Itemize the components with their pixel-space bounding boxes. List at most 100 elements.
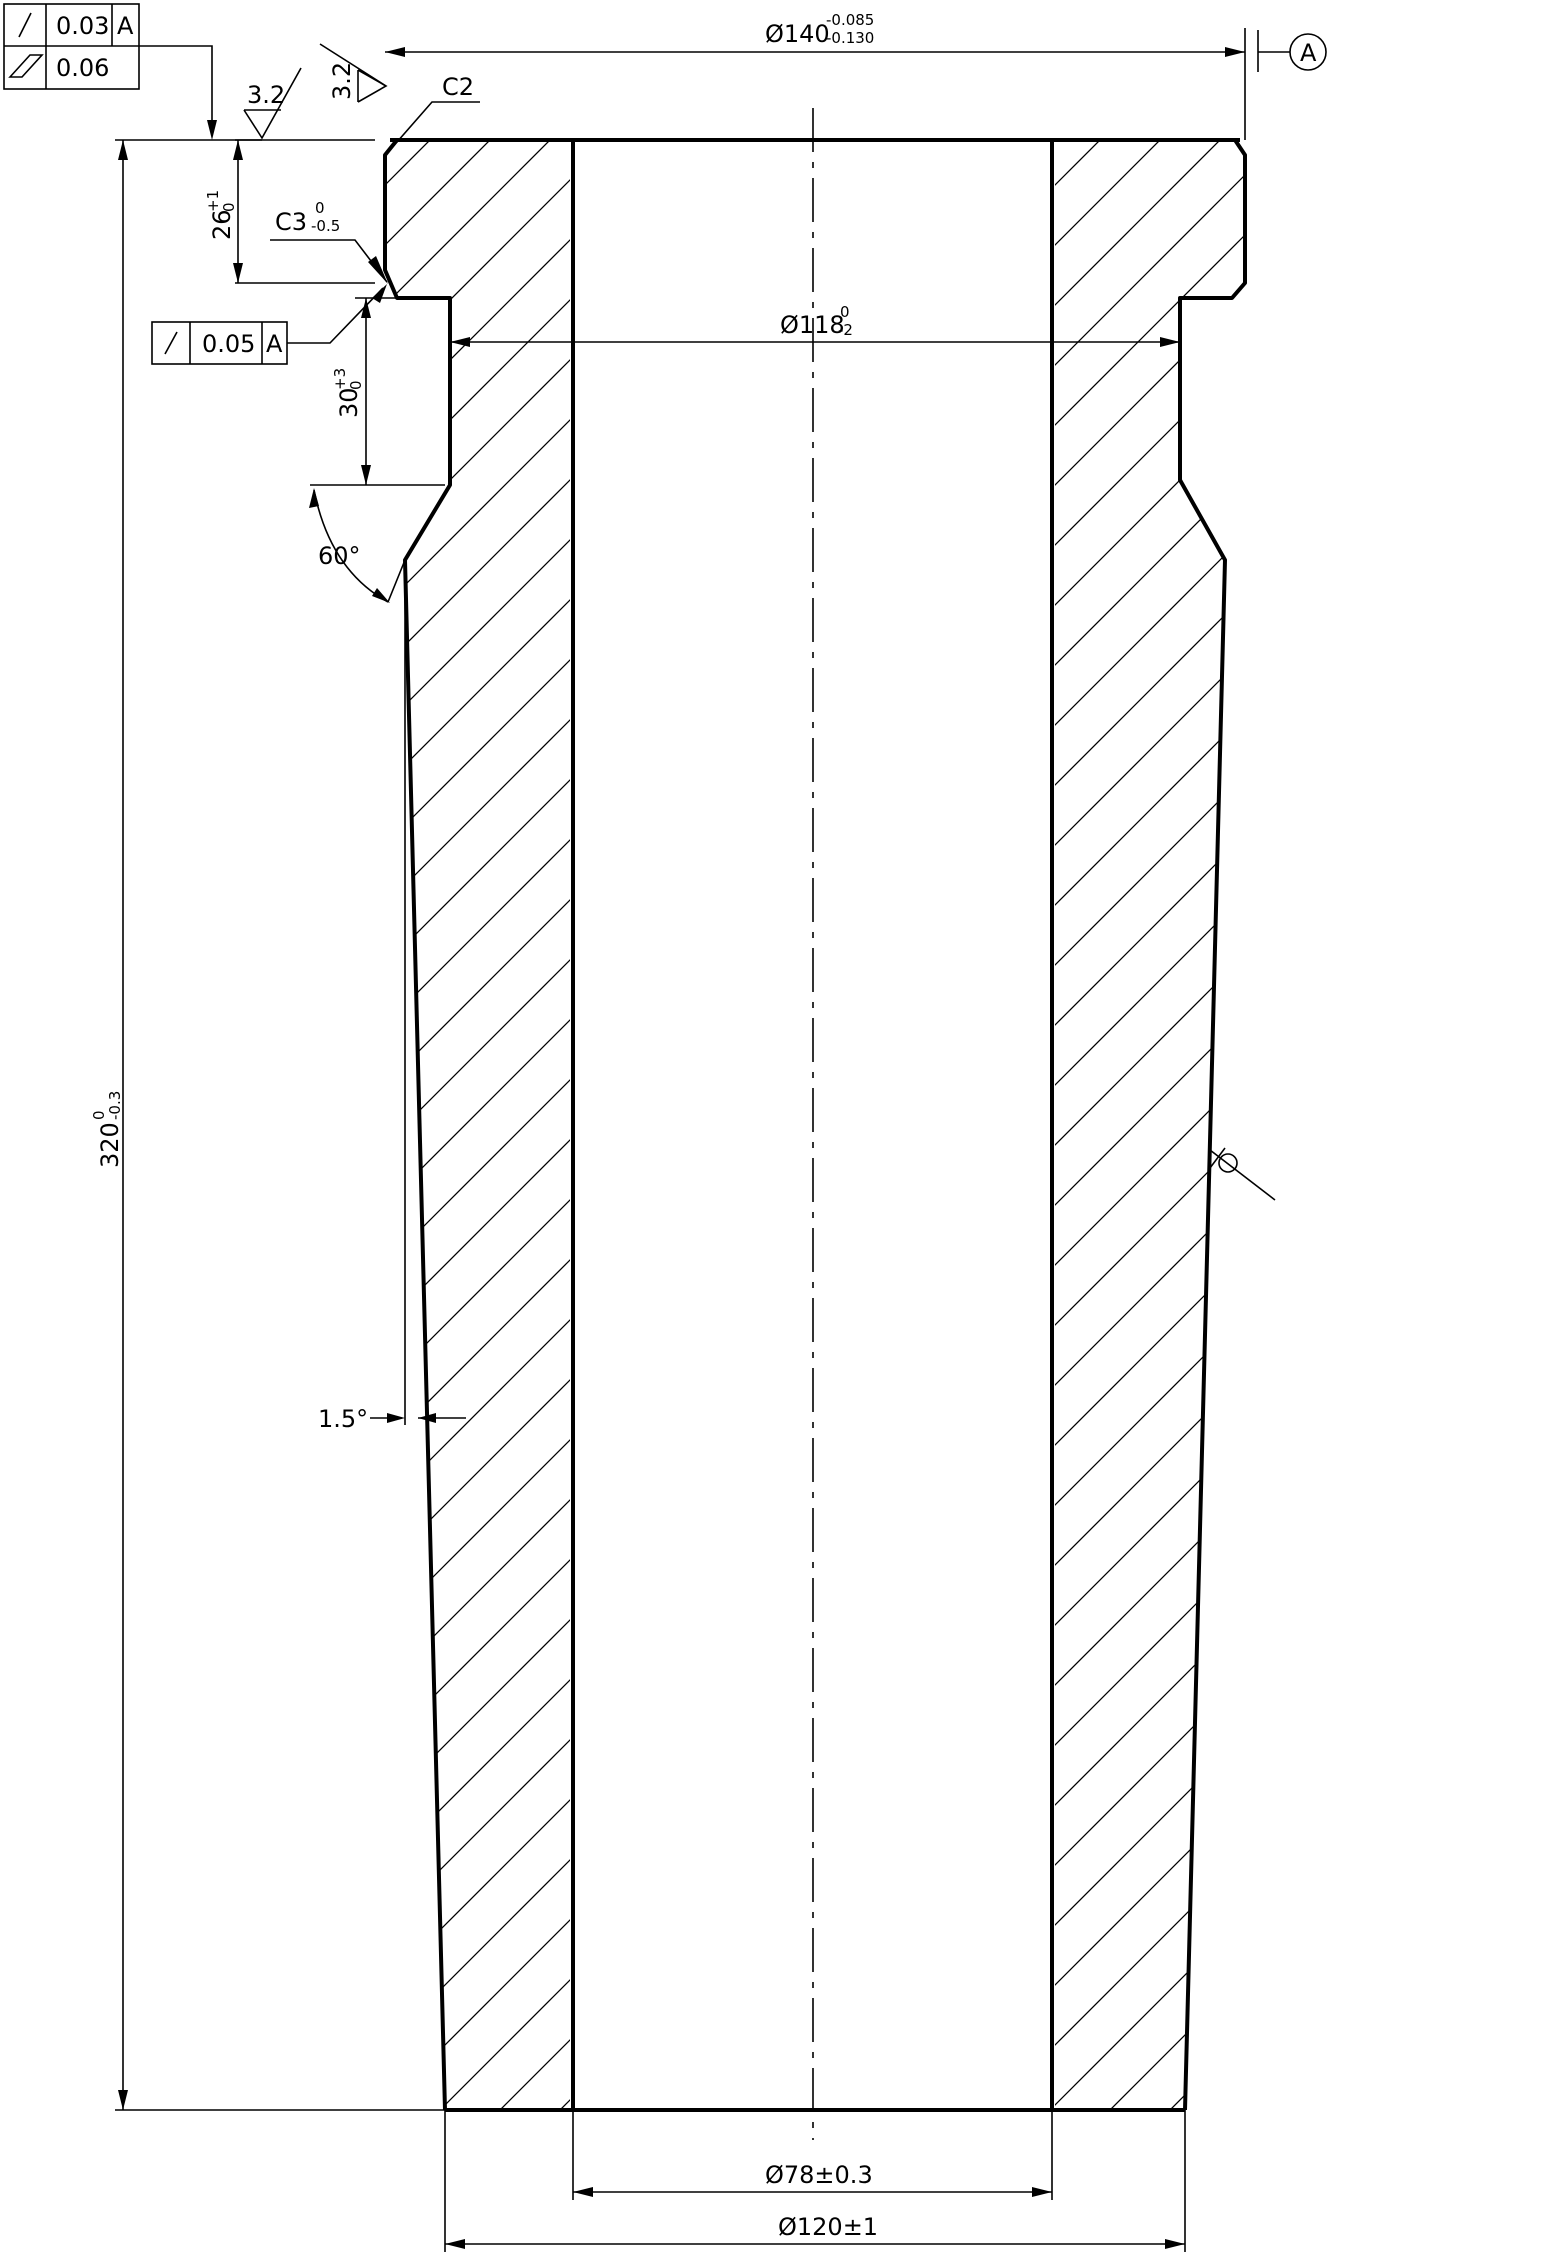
fcf-flange-runout-value: 0.05 <box>202 330 255 358</box>
circular-runout-icon <box>18 12 32 38</box>
hatch-line <box>1210 130 1557 2120</box>
hatch-line <box>1055 140 1245 2110</box>
chamfer-c3-callout: C3 0 -0.5 <box>270 199 388 284</box>
shoulder-diameter-lower-tol: -2 <box>838 321 853 339</box>
hatch-line <box>1055 140 1245 2110</box>
hatch-line <box>489 140 570 2110</box>
hatch-line <box>385 140 570 2110</box>
hatch-line <box>385 140 570 2110</box>
hatch-line <box>1055 140 1245 2110</box>
hatch-line <box>970 130 1557 2120</box>
hatch-line <box>385 140 570 2110</box>
hatch-line <box>1055 140 1245 2110</box>
neck-height-dimension: 30 +3 0 <box>310 297 445 486</box>
hatch-line <box>1055 140 1245 2110</box>
overall-length-dimension: 320 0 -0.3 <box>90 139 445 2111</box>
hatch-line <box>1400 130 1557 2120</box>
chamfer-c3-upper-tol: 0 <box>315 199 325 217</box>
hatch-line <box>385 140 570 2110</box>
overall-length-upper-tol: 0 <box>90 1110 108 1120</box>
bottom-diameter-value: Ø120±1 <box>778 2213 878 2241</box>
hatch-line <box>1055 140 1245 2110</box>
hatch-line <box>1055 140 1245 2110</box>
hatch-line <box>1219 140 1245 2110</box>
hatch-line <box>1055 140 1245 2110</box>
hatch-line <box>1055 140 1111 2110</box>
chamfer-c2-label: C2 <box>442 73 474 101</box>
hatch-line <box>1055 140 1245 2110</box>
feature-control-frame-top: 0.03 A 0.06 <box>3 3 217 140</box>
hatch-line <box>385 140 570 2110</box>
chamfer-c3-lower-tol: -0.5 <box>311 217 340 235</box>
hatch-line <box>790 130 1557 2120</box>
hatch-line <box>385 140 570 2110</box>
neck-angle-dimension: 60° <box>309 488 406 603</box>
hatch-line <box>385 140 570 2110</box>
hatch-line <box>1510 130 1557 2120</box>
hatch-line <box>670 130 1557 2120</box>
hatch-line <box>1520 130 1557 2120</box>
bore-diameter-dimension: Ø78±0.3 <box>572 2110 1053 2200</box>
left-outer-contour <box>383 138 580 2111</box>
hatch-line <box>850 130 1557 2120</box>
hatch-line <box>1055 140 1245 2110</box>
right-wall-hatching <box>1055 130 1557 2120</box>
hatch-line <box>610 130 1557 2120</box>
circular-runout-icon <box>164 331 178 355</box>
hatch-line <box>1055 140 1245 2110</box>
hatch-line <box>1055 140 1245 2110</box>
hatch-line <box>1280 130 1557 2120</box>
hatch-line <box>385 140 570 2110</box>
hatch-line <box>385 140 570 2110</box>
flange-height-lower-tol: 0 <box>220 202 238 212</box>
surface-finish-top-value: 3.2 <box>247 81 285 109</box>
fcf-flange-runout-datum: A <box>266 330 283 358</box>
hatch-line <box>1055 140 1231 2110</box>
top-diameter-dimension: Ø140 -0.085 -0.130 <box>385 11 1246 140</box>
top-diameter-upper-tol: -0.085 <box>826 11 874 29</box>
hatch-line <box>385 140 441 2110</box>
neck-height-upper-tol: +3 <box>331 368 349 390</box>
surface-finish-flange-value: 3.2 <box>328 62 356 100</box>
hatch-line <box>730 130 1557 2120</box>
hatch-line <box>1159 140 1245 2110</box>
hatch-line <box>385 140 570 2110</box>
hatch-line <box>1055 140 1245 2110</box>
hatch-line <box>385 140 570 2110</box>
taper-angle-dimension: 1.5° <box>318 560 466 1433</box>
taper-angle-value: 1.5° <box>318 1405 368 1433</box>
hatch-line <box>1055 140 1245 2110</box>
hatch-line <box>385 140 570 2110</box>
hatch-line <box>1055 140 1171 2110</box>
hatch-line <box>1055 140 1245 2110</box>
fcf-runout-datum: A <box>117 12 134 40</box>
hatch-line <box>1270 130 1557 2120</box>
hatch-line <box>385 140 501 2110</box>
right-outer-contour <box>1070 138 1247 2111</box>
shoulder-diameter-dimension: Ø118 0 -2 <box>450 303 1180 347</box>
shoulder-diameter-value: Ø118 <box>780 311 845 339</box>
hatch-line <box>385 140 570 2110</box>
flange-height-upper-tol: +1 <box>204 190 222 212</box>
hatch-line <box>1055 140 1245 2110</box>
hatch-line <box>910 130 1557 2120</box>
overall-length-lower-tol: -0.3 <box>106 1091 124 1120</box>
hatch-line <box>385 140 570 2110</box>
hatch-line <box>385 140 570 2110</box>
chamfer-c3-label: C3 <box>275 208 307 236</box>
hatch-line <box>1099 140 1245 2110</box>
hatch-line <box>1055 140 1245 2110</box>
hatch-line <box>1390 130 1557 2120</box>
hatch-line <box>385 140 570 2110</box>
hatch-line <box>385 140 570 2110</box>
hatch-line <box>1055 140 1245 2110</box>
hatch-line <box>385 140 570 2110</box>
hatch-line <box>385 140 570 2110</box>
hatch-line <box>1340 130 1557 2120</box>
hatch-line <box>385 140 570 2110</box>
overall-length-value: 320 <box>96 1122 124 1168</box>
hatch-line <box>1030 130 1557 2120</box>
bottom-diameter-dimension: Ø120±1 <box>444 2110 1186 2252</box>
neck-angle-value: 60° <box>318 542 361 570</box>
